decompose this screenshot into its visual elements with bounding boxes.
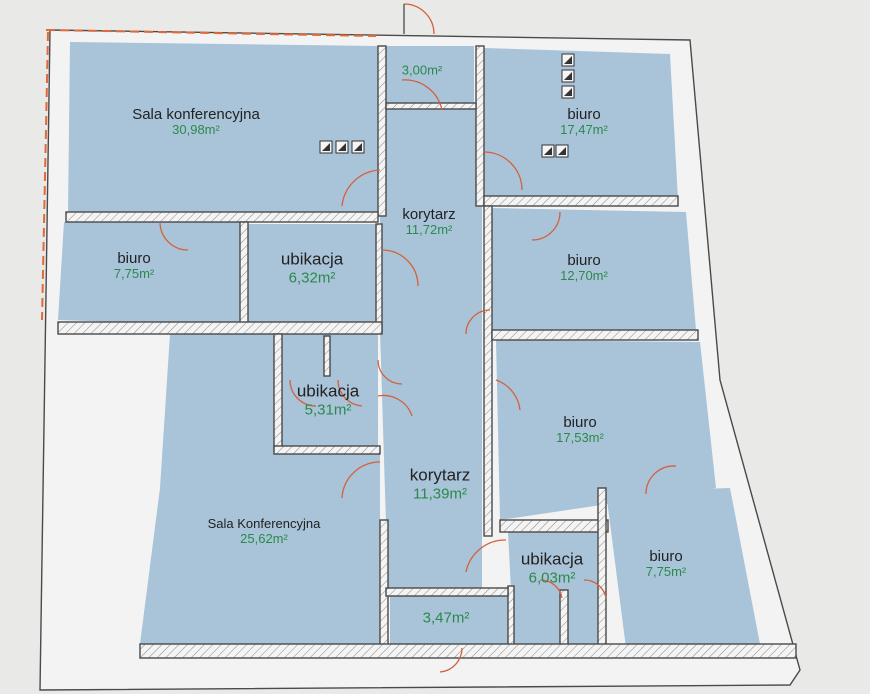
wall-segment xyxy=(375,223,383,333)
room-area: 5,31m² xyxy=(304,401,352,419)
room-label: biuro 7,75m² xyxy=(114,250,154,282)
wall-segment xyxy=(377,45,387,217)
room-name: biuro xyxy=(563,413,597,431)
room-label: biuro 12,70m² xyxy=(560,252,608,284)
room-name: biuro xyxy=(567,251,601,269)
room-area: 17,53m² xyxy=(556,430,604,446)
room-area: 11,72m² xyxy=(405,222,453,238)
room-area: 30,98m² xyxy=(172,122,220,138)
room-name: biuro xyxy=(567,105,601,123)
room-name: Sala Konferencyjna xyxy=(207,516,321,532)
room-label: Sala Konferencyjna 25,62m² xyxy=(207,516,321,547)
room-name: ubikacja xyxy=(296,381,360,401)
room-area: 12,70m² xyxy=(560,268,608,284)
room-area: 11,39m² xyxy=(413,485,467,503)
room-name: Sala konferencyjna xyxy=(132,105,260,123)
vent-group-top-right xyxy=(541,53,575,158)
room-label: biuro 17,47m² xyxy=(560,106,608,138)
room-area: 3,47m² xyxy=(422,609,470,627)
room-name: korytarz xyxy=(402,205,456,223)
wall-segment xyxy=(597,487,607,649)
wall-segment xyxy=(65,211,379,223)
room-area: 25,62m² xyxy=(240,531,288,546)
room-label: biuro 7,75m² xyxy=(646,548,686,580)
room-area: 3,00m² xyxy=(401,62,443,78)
room-area: 6,03m² xyxy=(528,569,576,587)
room-name: ubikacja xyxy=(520,549,584,569)
room-name: ubikacja xyxy=(280,249,344,269)
room-office-top-right xyxy=(484,48,678,200)
room-name: biuro xyxy=(649,547,683,565)
room-office-left xyxy=(58,222,240,326)
room-label: Sala konferencyjna 30,98m² xyxy=(132,106,260,138)
wall-segment xyxy=(385,587,509,597)
room-toilet-top xyxy=(248,224,376,326)
room-name: biuro xyxy=(117,249,151,267)
room-label: ubikacja 6,32m² xyxy=(281,250,343,287)
room-name: korytarz xyxy=(409,465,471,485)
door-swings xyxy=(159,3,677,673)
room-label: ubikacja 5,31m² xyxy=(297,382,359,419)
wall-segment xyxy=(499,519,609,533)
room-toilet-mid xyxy=(282,334,378,446)
room-conference-bottom xyxy=(140,334,380,648)
wall-segment xyxy=(273,333,283,451)
wall-segment xyxy=(139,643,797,659)
exterior-outline-left xyxy=(41,31,49,321)
room-area: 17,47m² xyxy=(560,122,608,138)
wall-segment xyxy=(239,221,249,329)
room-conference-top xyxy=(68,42,378,214)
room-area: 6,32m² xyxy=(288,269,336,287)
room-office-right-3 xyxy=(496,340,716,520)
wall-segment xyxy=(273,445,381,455)
vent-group-top-left xyxy=(319,140,365,154)
wall-segment xyxy=(483,205,493,537)
room-label: 3,47m² xyxy=(423,609,470,626)
room-small-bottom xyxy=(390,596,512,646)
room-office-bottom-right xyxy=(606,488,760,648)
wall-segment xyxy=(475,45,485,207)
wall-segment xyxy=(491,329,699,341)
wall-segment xyxy=(507,585,515,649)
room-label: 3,00m² xyxy=(401,62,443,79)
room-label: korytarz 11,39m² xyxy=(410,466,470,503)
room-label: biuro 17,53m² xyxy=(556,414,604,446)
room-corridor-top xyxy=(380,108,482,588)
room-label: ubikacja 6,03m² xyxy=(521,550,583,587)
wall-segment xyxy=(57,321,383,335)
wall-segment xyxy=(323,335,331,377)
room-toilet-bottom xyxy=(508,532,606,648)
wall-segment xyxy=(379,519,389,649)
wall-segment xyxy=(559,589,569,649)
room-area: 7,75m² xyxy=(113,266,155,282)
room-small-top xyxy=(386,46,474,103)
room-label: korytarz 11,72m² xyxy=(402,206,455,238)
wall-segment xyxy=(483,195,679,207)
room-area: 7,75m² xyxy=(645,564,687,580)
wall-segment xyxy=(385,102,477,110)
